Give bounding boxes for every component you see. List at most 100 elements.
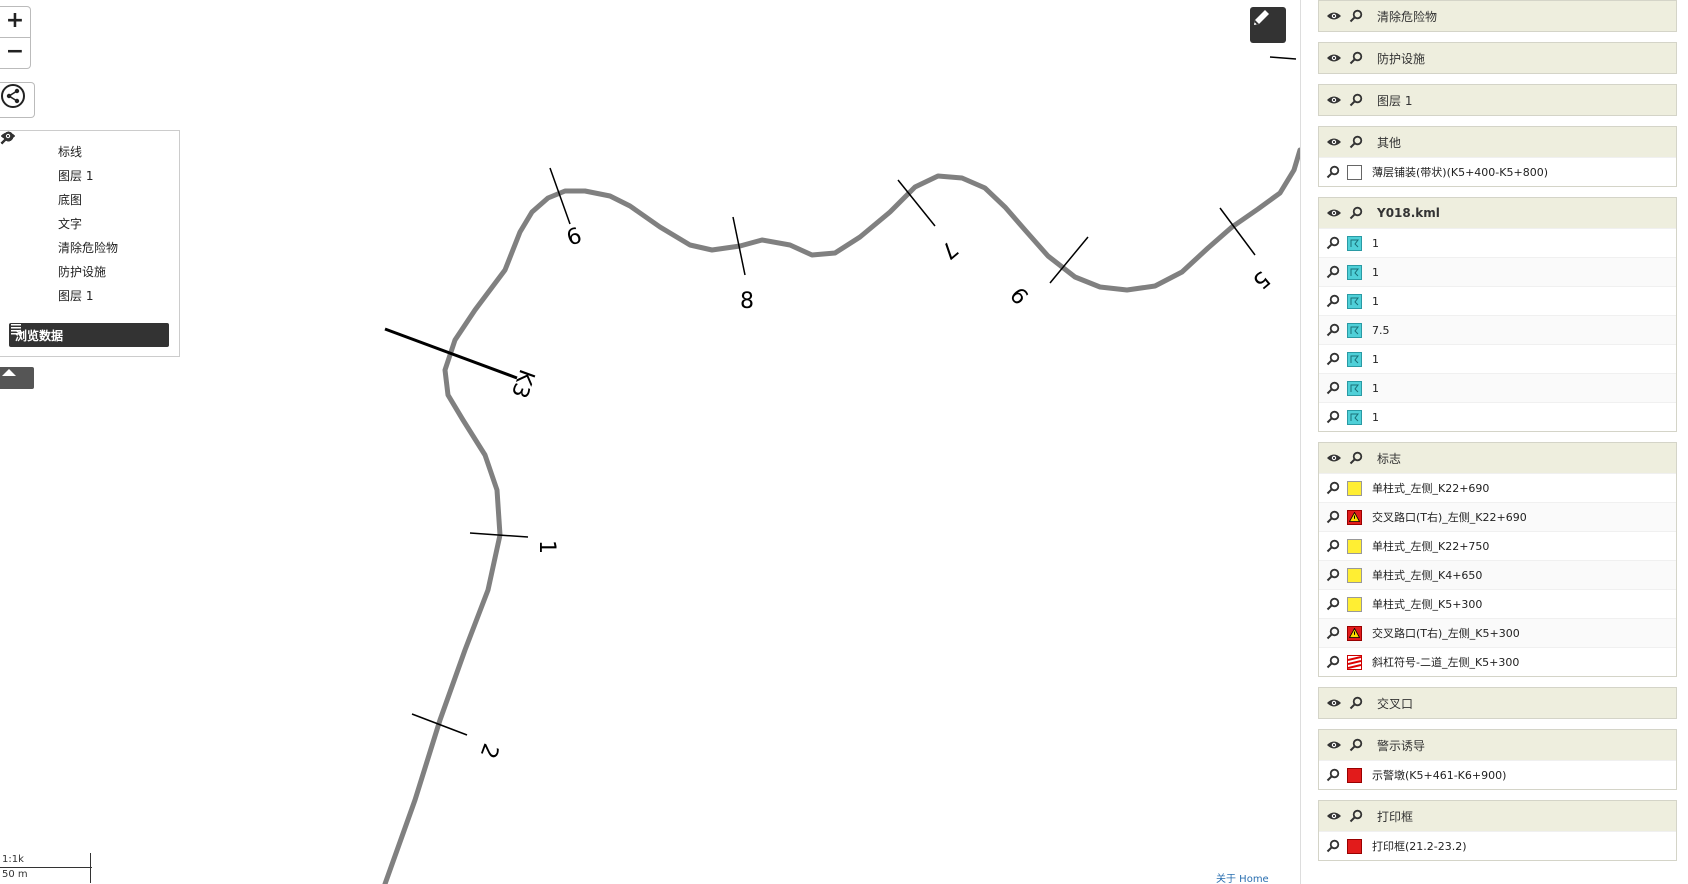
layer-zoom-button[interactable] (0, 131, 48, 207)
layer-row[interactable]: 图层 1 (0, 131, 179, 187)
browse-data-button[interactable]: 浏览数据 (9, 323, 169, 347)
legend-group-header[interactable]: 交叉口 (1319, 688, 1676, 718)
legend-group-header[interactable]: 打印框 (1319, 801, 1676, 831)
item-zoom-button[interactable] (1325, 509, 1341, 525)
legend-item[interactable]: 1 (1319, 228, 1676, 257)
legend-item[interactable]: 单柱式_左侧_K22+750 (1319, 531, 1676, 560)
item-zoom-button[interactable] (1325, 654, 1341, 670)
layer-zoom-button[interactable] (0, 131, 48, 183)
magnifier-icon (1349, 93, 1363, 107)
item-zoom-button[interactable] (1325, 380, 1341, 396)
legend-item[interactable]: 示警墩(K5+461-K6+900) (1319, 760, 1676, 789)
group-zoom-button[interactable] (1347, 737, 1365, 753)
legend-item[interactable]: 1 (1319, 344, 1676, 373)
group-visibility-toggle[interactable] (1325, 450, 1343, 466)
group-visibility-toggle[interactable] (1325, 808, 1343, 824)
eye-icon (1327, 741, 1341, 749)
legend-item-label: 单柱式_左侧_K22+750 (1372, 540, 1490, 553)
legend-item[interactable]: 单柱式_左侧_K5+300 (1319, 589, 1676, 618)
item-zoom-button[interactable] (1325, 538, 1341, 554)
group-zoom-button[interactable] (1347, 134, 1365, 150)
item-zoom-button[interactable] (1325, 838, 1341, 854)
item-zoom-button[interactable] (1325, 567, 1341, 583)
layer-row[interactable]: 标线 (0, 131, 179, 163)
item-zoom-button[interactable] (1325, 625, 1341, 641)
group-visibility-toggle[interactable] (1325, 737, 1343, 753)
collapse-panel-button[interactable] (0, 367, 34, 389)
legend-item[interactable]: 单柱式_左侧_K22+690 (1319, 473, 1676, 502)
item-zoom-button[interactable] (1325, 409, 1341, 425)
item-zoom-button[interactable] (1325, 480, 1341, 496)
layer-zoom-button[interactable] (0, 131, 48, 303)
group-zoom-button[interactable] (1347, 695, 1365, 711)
layer-visibility-toggle[interactable] (1, 132, 26, 159)
legend-item-label: 1 (1372, 410, 1379, 424)
magnifier-icon (1326, 381, 1340, 395)
legend-item[interactable]: 交叉路口(T右)_左侧_K5+300 (1319, 618, 1676, 647)
legend-item[interactable]: 薄层铺装(带状)(K5+400-K5+800) (1319, 157, 1676, 186)
station-label-8: 8 (740, 289, 754, 314)
legend-group-header[interactable]: 防护设施 (1319, 43, 1676, 73)
legend-item[interactable]: 1 (1319, 402, 1676, 431)
item-zoom-button[interactable] (1325, 164, 1341, 180)
legend-item[interactable]: 斜杠符号-二道_左侧_K5+300 (1319, 647, 1676, 676)
legend-item[interactable]: 1 (1319, 373, 1676, 402)
legend-group-header[interactable]: 清除危险物 (1319, 1, 1676, 31)
item-zoom-button[interactable] (1325, 351, 1341, 367)
legend-item-label: 1 (1372, 236, 1379, 250)
group-zoom-button[interactable] (1347, 205, 1365, 221)
legend-group-header[interactable]: Y018.kml (1319, 198, 1676, 228)
group-visibility-toggle[interactable] (1325, 695, 1343, 711)
map-attribution[interactable]: 关于 Home (1216, 874, 1269, 884)
legend-group-header[interactable]: 其他 (1319, 127, 1676, 157)
item-zoom-button[interactable] (1325, 293, 1341, 309)
group-zoom-button[interactable] (1347, 92, 1365, 108)
layer-visibility-toggle[interactable] (1, 132, 26, 207)
share-button[interactable] (0, 82, 35, 118)
item-zoom-button[interactable] (1325, 264, 1341, 280)
legend-item[interactable]: 1 (1319, 257, 1676, 286)
item-zoom-button[interactable] (1325, 322, 1341, 338)
group-zoom-button[interactable] (1347, 8, 1365, 24)
group-zoom-button[interactable] (1347, 50, 1365, 66)
layer-row[interactable]: 文字 (0, 131, 179, 235)
group-visibility-toggle[interactable] (1325, 50, 1343, 66)
legend-group-header[interactable]: 图层 1 (1319, 85, 1676, 115)
layer-row[interactable]: 清除危险物 (0, 131, 179, 259)
layer-visibility-toggle[interactable] (1, 132, 26, 183)
edit-button[interactable] (1250, 7, 1286, 43)
layer-zoom-button[interactable] (0, 131, 48, 231)
layer-visibility-toggle[interactable] (1, 132, 26, 255)
item-zoom-button[interactable] (1325, 235, 1341, 251)
legend-item[interactable]: 交叉路口(T右)_左侧_K22+690 (1319, 502, 1676, 531)
layer-zoom-button[interactable] (0, 131, 48, 255)
group-visibility-toggle[interactable] (1325, 8, 1343, 24)
legend-item[interactable]: 单柱式_左侧_K4+650 (1319, 560, 1676, 589)
zoom-in-button[interactable]: + (5, 8, 25, 33)
legend-group-header[interactable]: 警示诱导 (1319, 730, 1676, 760)
legend-item[interactable]: 打印框(21.2-23.2) (1319, 831, 1676, 860)
layer-row[interactable]: 图层 1 (0, 131, 179, 307)
group-visibility-toggle[interactable] (1325, 92, 1343, 108)
layer-row[interactable]: 防护设施 (0, 131, 179, 283)
layer-visibility-toggle[interactable] (1, 132, 26, 303)
layer-row[interactable]: 底图 (0, 131, 179, 211)
layer-zoom-button[interactable] (0, 131, 48, 159)
item-zoom-button[interactable] (1325, 767, 1341, 783)
magnifier-icon (1326, 165, 1340, 179)
legend-group-title: 图层 1 (1377, 93, 1413, 108)
legend-item[interactable]: 1 (1319, 286, 1676, 315)
item-zoom-button[interactable] (1325, 596, 1341, 612)
layer-zoom-button[interactable] (0, 131, 48, 279)
legend-group: 防护设施 (1318, 42, 1677, 74)
legend-item[interactable]: 7.5 (1319, 315, 1676, 344)
group-zoom-button[interactable] (1347, 450, 1365, 466)
legend-group-header[interactable]: 标志 (1319, 443, 1676, 473)
group-zoom-button[interactable] (1347, 808, 1365, 824)
layer-visibility-toggle[interactable] (1, 132, 26, 231)
zoom-out-button[interactable]: − (0, 37, 30, 68)
layer-visibility-toggle[interactable] (1, 132, 26, 279)
group-visibility-toggle[interactable] (1325, 205, 1343, 221)
group-visibility-toggle[interactable] (1325, 134, 1343, 150)
